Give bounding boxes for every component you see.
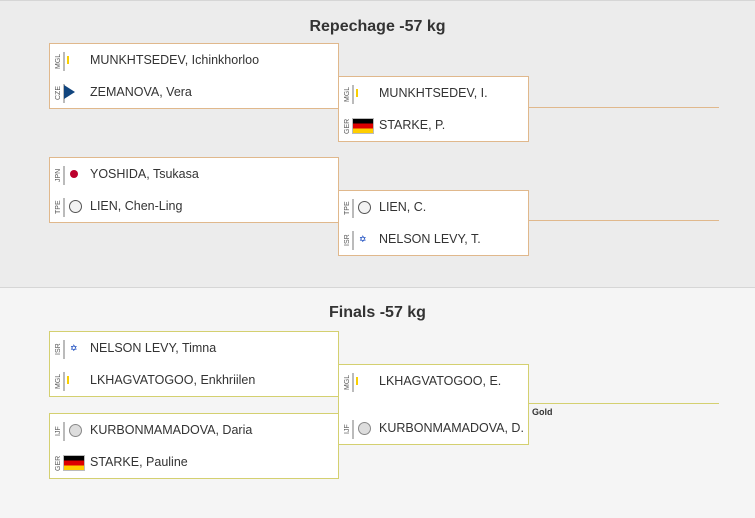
country-code: TPE	[55, 200, 62, 214]
country-code: TPE	[344, 201, 351, 215]
competitor-row[interactable]: MGL LKHAGVATOGOO, Enkhriilen	[50, 365, 338, 397]
match-box[interactable]: MGL MUNKHTSEDEV, Ichinkhorloo CZE ZEMANO…	[49, 43, 339, 109]
competitor-name: LKHAGVATOGOO, Enkhriilen	[90, 373, 256, 387]
gold-label: Gold	[532, 407, 553, 417]
israel-flag-icon	[63, 340, 65, 359]
country-code: IJF	[344, 424, 351, 434]
mongolia-flag-icon	[63, 52, 65, 71]
country-code: CZE	[55, 86, 62, 100]
japan-flag-icon	[63, 166, 65, 185]
country-code: MGL	[55, 373, 62, 389]
competitor-row[interactable]: MGL MUNKHTSEDEV, Ichinkhorloo	[50, 45, 338, 77]
bracket-connector	[529, 220, 719, 221]
finals-section: Finals -57 kg ISR NELSON LEVY, Timna MGL…	[0, 289, 755, 518]
competitor-name: STARKE, P.	[379, 118, 446, 132]
competitor-name: LIEN, Chen-Ling	[90, 199, 183, 213]
final-match-box[interactable]: MGL LKHAGVATOGOO, E. IJF KURBONMAMADOVA,…	[338, 364, 529, 445]
country-code: ISR	[344, 234, 351, 246]
country-code: GER	[55, 455, 62, 471]
ijf-flag-icon	[352, 420, 354, 439]
match-box[interactable]: TPE LIEN, C. ISR NELSON LEVY, T.	[338, 190, 529, 256]
country-code: IJF	[55, 426, 62, 436]
competitor-row[interactable]: GER STARKE, Pauline	[50, 447, 338, 479]
chinese-taipei-flag-icon	[352, 199, 354, 218]
competitor-name: STARKE, Pauline	[90, 455, 188, 469]
match-box[interactable]: MGL MUNKHTSEDEV, I. GER STARKE, P.	[338, 76, 529, 142]
match-box[interactable]: ISR NELSON LEVY, Timna MGL LKHAGVATOGOO,…	[49, 331, 339, 397]
competitor-name: MUNKHTSEDEV, I.	[379, 86, 488, 100]
competitor-name: NELSON LEVY, T.	[379, 232, 481, 246]
competitor-row[interactable]: ISR NELSON LEVY, Timna	[50, 333, 338, 365]
country-code: GER	[344, 118, 351, 134]
bracket-connector	[529, 107, 719, 108]
bracket-connector	[529, 403, 719, 404]
match-box[interactable]: IJF KURBONMAMADOVA, Daria GER STARKE, Pa…	[49, 413, 339, 479]
competitor-name: ZEMANOVA, Vera	[90, 85, 192, 99]
competitor-row[interactable]: IJF KURBONMAMADOVA, Daria	[50, 415, 338, 447]
germany-flag-icon	[63, 455, 85, 471]
mongolia-flag-icon	[352, 373, 354, 392]
competitor-row[interactable]: TPE LIEN, C.	[339, 192, 528, 224]
country-code: ISR	[55, 343, 62, 355]
competitor-name: NELSON LEVY, Timna	[90, 341, 217, 355]
competitor-name: MUNKHTSEDEV, Ichinkhorloo	[90, 53, 260, 67]
czechia-flag-icon	[63, 84, 65, 103]
country-code: MGL	[344, 374, 351, 390]
competitor-row[interactable]: JPN YOSHIDA, Tsukasa	[50, 159, 338, 191]
germany-flag-icon	[352, 118, 374, 134]
repechage-title: Repechage -57 kg	[309, 18, 446, 35]
competitor-name: LKHAGVATOGOO, E.	[379, 374, 502, 388]
competitor-name: KURBONMAMADOVA, D.	[379, 421, 524, 435]
chinese-taipei-flag-icon	[63, 198, 65, 217]
competitor-row[interactable]: IJF KURBONMAMADOVA, D.	[339, 413, 528, 445]
competitor-row[interactable]: GER STARKE, P.	[339, 110, 528, 142]
country-code: MGL	[344, 86, 351, 102]
competitor-row[interactable]: TPE LIEN, Chen-Ling	[50, 191, 338, 223]
competitor-row[interactable]: ISR NELSON LEVY, T.	[339, 224, 528, 256]
ijf-flag-icon	[63, 422, 65, 441]
mongolia-flag-icon	[63, 372, 65, 391]
match-box[interactable]: JPN YOSHIDA, Tsukasa TPE LIEN, Chen-Ling	[49, 157, 339, 223]
country-code: MGL	[55, 53, 62, 69]
competitor-row[interactable]: MGL MUNKHTSEDEV, I.	[339, 78, 528, 110]
repechage-section: Repechage -57 kg MGL MUNKHTSEDEV, Ichink…	[0, 0, 755, 288]
competitor-name: LIEN, C.	[379, 200, 427, 214]
competitor-row[interactable]: CZE ZEMANOVA, Vera	[50, 77, 338, 109]
competitor-name: YOSHIDA, Tsukasa	[90, 167, 199, 181]
competitor-name: KURBONMAMADOVA, Daria	[90, 423, 253, 437]
competitor-row[interactable]: MGL LKHAGVATOGOO, E.	[339, 366, 528, 398]
country-code: JPN	[55, 168, 62, 182]
finals-title: Finals -57 kg	[329, 304, 426, 321]
mongolia-flag-icon	[352, 85, 354, 104]
israel-flag-icon	[352, 231, 354, 250]
